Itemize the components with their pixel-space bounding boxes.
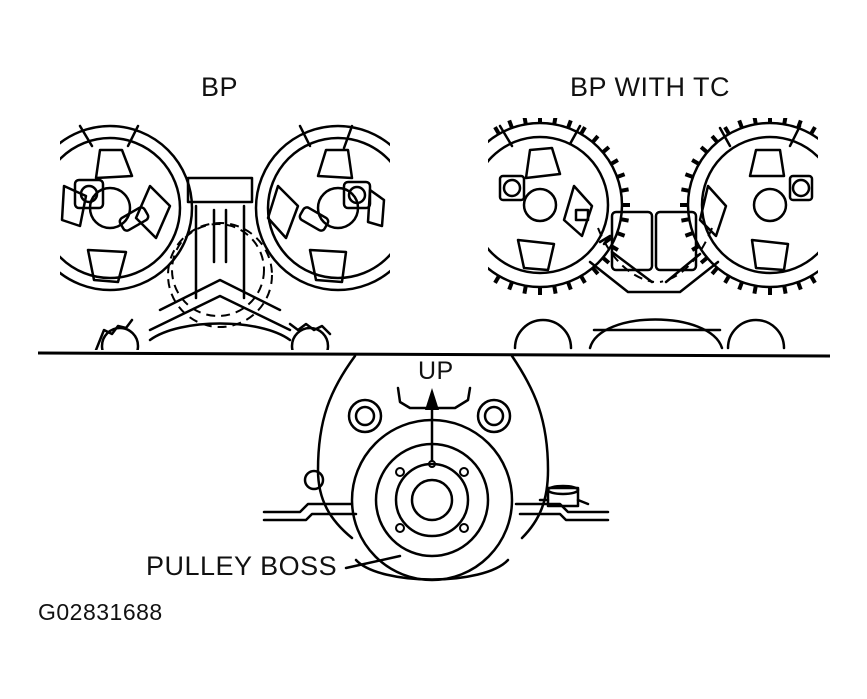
figure-id-label: G02831688 — [38, 599, 163, 625]
up-arrow — [425, 388, 439, 462]
bp-heading: BP — [201, 72, 239, 102]
up-label: UP — [418, 357, 454, 385]
bp-right-cam-pulley — [254, 124, 390, 292]
bp-with-tc-heading: BP WITH TC — [570, 72, 731, 102]
section-divider — [37, 351, 831, 358]
tc-left-sprocket — [488, 121, 624, 289]
pulley-boss-label: PULLEY BOSS — [146, 551, 338, 581]
pulley-boss-leader-line — [344, 554, 402, 570]
bp-camshaft-view — [60, 124, 390, 350]
bp-left-cam-pulley — [60, 124, 194, 292]
bp-with-tc-camshaft-view — [488, 118, 818, 350]
crankshaft-pulley-view — [262, 354, 610, 582]
tc-right-sprocket — [686, 121, 818, 289]
